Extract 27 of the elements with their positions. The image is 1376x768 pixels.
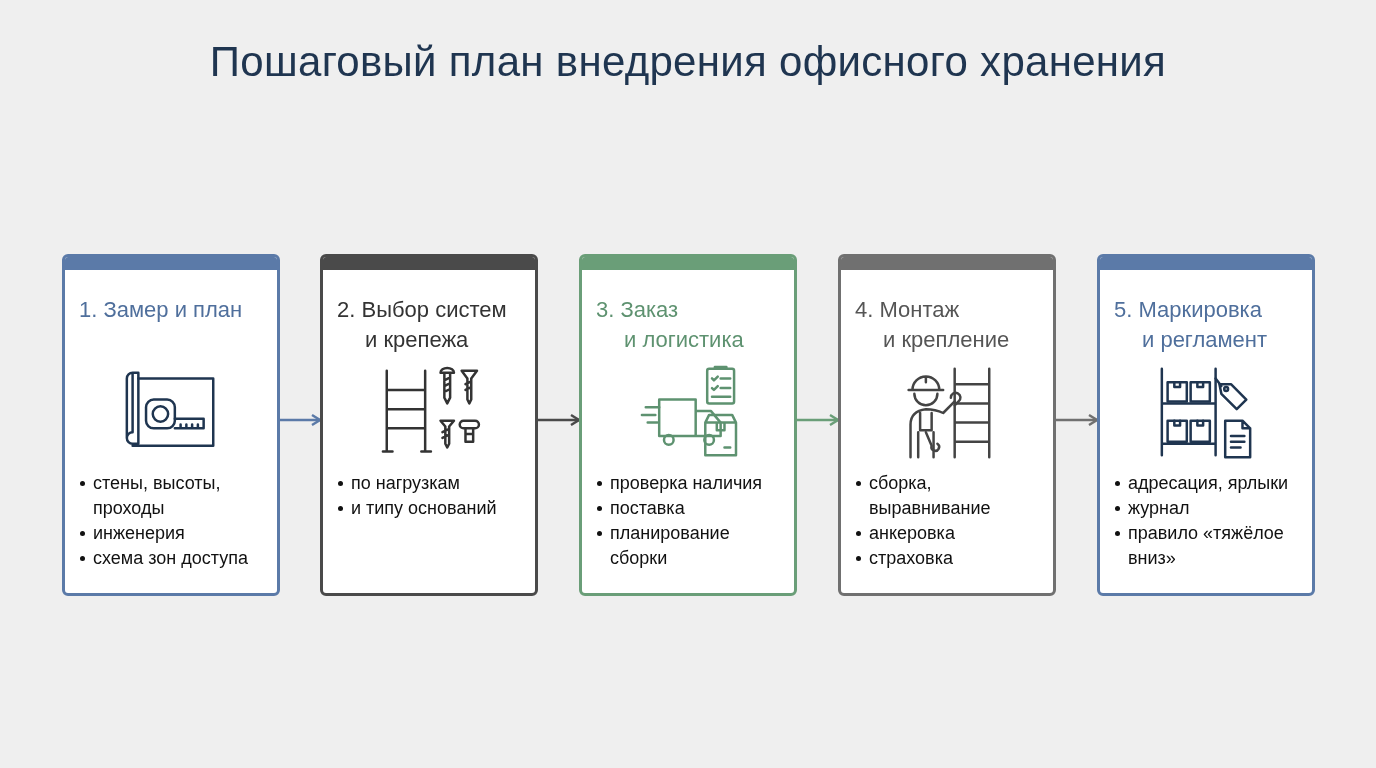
bullet-item: проверка наличия <box>610 473 763 493</box>
bullet-item: по нагрузкам <box>351 473 460 493</box>
bullet-item: правило «тяжёлое вниз» <box>1128 523 1284 568</box>
step-card <box>838 254 1056 596</box>
bullet-item: страховка <box>869 548 953 568</box>
bullet-item: схема зон доступа <box>93 548 248 568</box>
bullet-item: планирование сборки <box>610 523 730 568</box>
title: Пошаговый план внедрения офисного хранения <box>208 38 1168 86</box>
bullet-item: журнал <box>1128 498 1190 518</box>
step-heading: 3. Заказ и логистика <box>596 296 745 354</box>
step-card <box>1097 254 1315 596</box>
bullet-item: инженерия <box>93 523 185 543</box>
bullet-item: адресация, ярлыки <box>1128 473 1289 493</box>
step-card <box>62 254 280 596</box>
bullet-item: и типу оснований <box>351 498 497 518</box>
bullet-item: поставка <box>610 498 685 518</box>
arrow <box>538 413 581 427</box>
step-heading: 5. Маркировка и регламент <box>1114 296 1269 354</box>
arrow <box>797 413 840 427</box>
step-heading: 4. Монтаж и крепление <box>855 296 1011 354</box>
step-heading: 1. Замер и план <box>79 296 244 324</box>
step-card <box>320 254 538 596</box>
step-card <box>579 254 797 596</box>
step-heading: 2. Выбор систем и крепежа <box>337 296 508 354</box>
arrow <box>280 413 322 427</box>
arrow <box>1056 413 1099 427</box>
bullet-item: анкеровка <box>869 523 955 543</box>
